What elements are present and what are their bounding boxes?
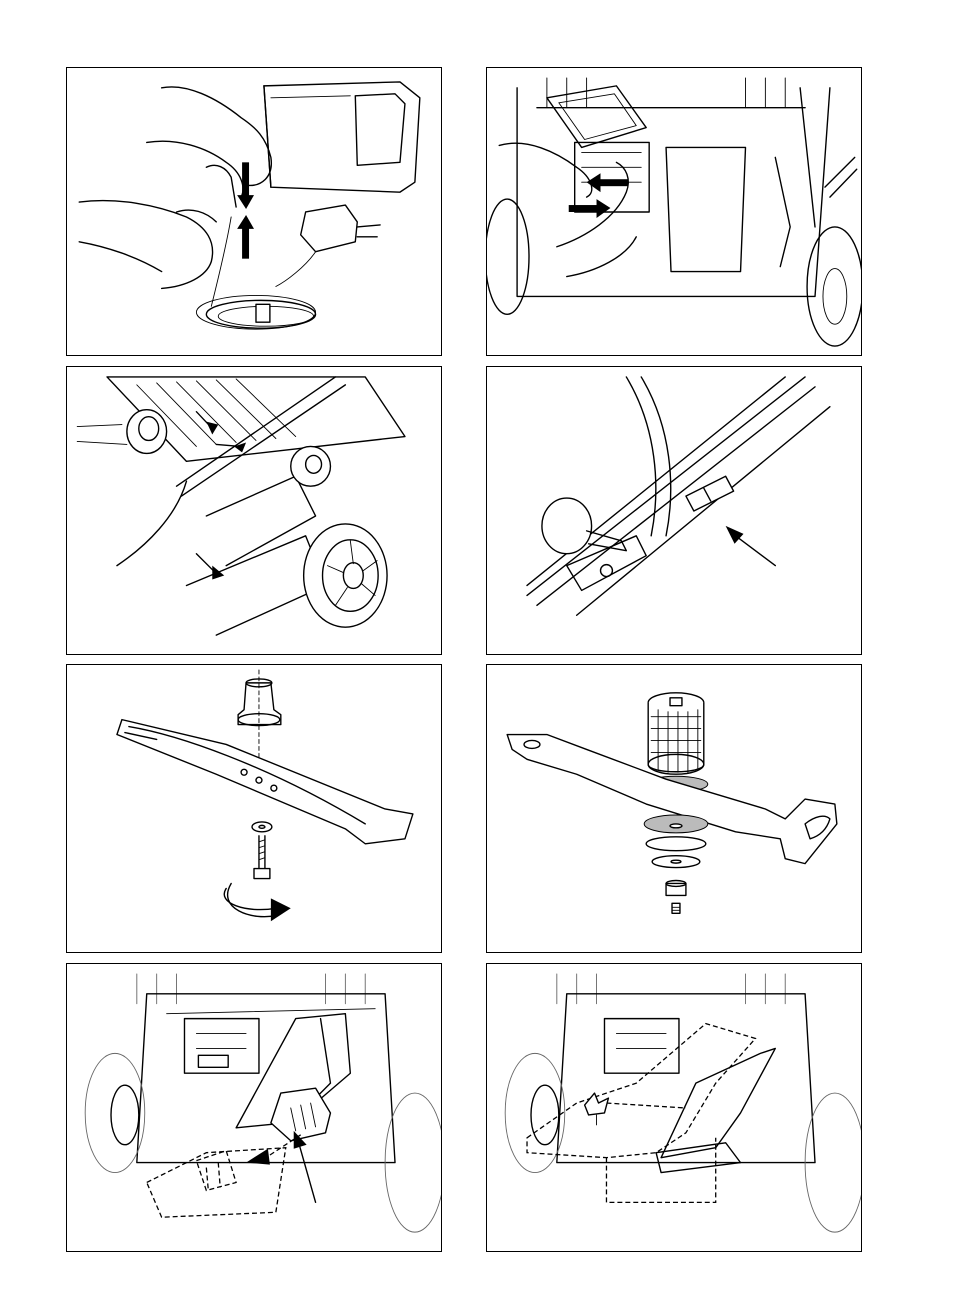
mulch-plug-illustration bbox=[67, 964, 441, 1251]
figure-panel-charger bbox=[66, 67, 442, 356]
figure-panel-cable-clip bbox=[486, 366, 862, 655]
blade-fan-illustration bbox=[487, 665, 861, 952]
battery-plug-illustration bbox=[487, 68, 861, 355]
figure-panel-battery-plug bbox=[486, 67, 862, 356]
figure-panel-mulch-plate bbox=[486, 963, 862, 1252]
handle-screws-illustration bbox=[67, 367, 441, 654]
figure-panel-blade-bolt bbox=[66, 664, 442, 953]
blade-bolt-illustration bbox=[67, 665, 441, 952]
charger-illustration bbox=[67, 68, 441, 355]
cable-clip-illustration bbox=[487, 367, 861, 654]
figure-panel-handle-screws bbox=[66, 366, 442, 655]
figure-panel-mulch-plug bbox=[66, 963, 442, 1252]
mulch-plate-illustration bbox=[487, 964, 861, 1251]
figure-panel-blade-fan-adapter bbox=[486, 664, 862, 953]
